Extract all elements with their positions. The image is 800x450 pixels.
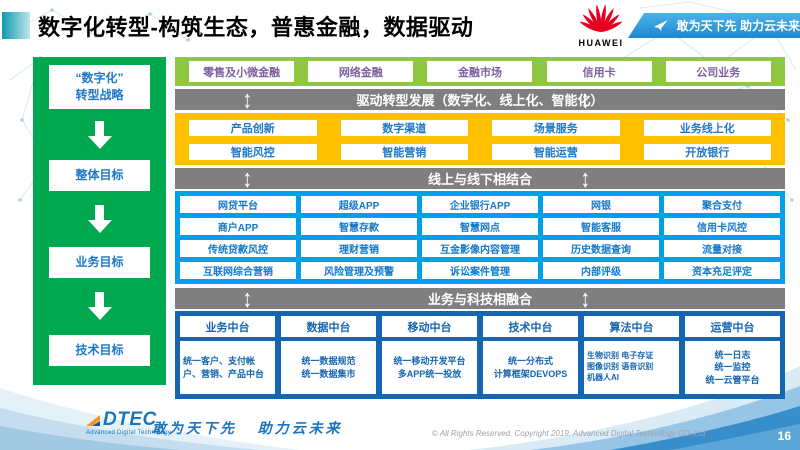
capability-box: 数字渠道 xyxy=(340,120,468,136)
header-slogan-banner: 敢为天下先 助力云未来 xyxy=(628,13,800,38)
capability-box: 智能风控 xyxy=(189,144,317,160)
paper-plane-icon xyxy=(654,19,668,31)
platform-content: 统一日志 统一监控 统一云管平台 xyxy=(685,341,780,394)
huawei-wordmark: HUAWEI xyxy=(578,38,624,48)
banner-label: 业务与科技相融合 xyxy=(427,292,532,307)
banner-biz-tech-fusion: ↕ 业务与科技相融合 ↕ xyxy=(175,284,785,313)
platform-content: 统一数据规范 统一数据集市 xyxy=(281,341,376,394)
strategy-box-overall-goal: 整体目标 xyxy=(49,160,150,191)
banner-online-offline: ↕ 线上与线下相结合 ↕ xyxy=(175,164,785,193)
banner-label: 线上与线下相结合 xyxy=(427,172,532,187)
page-title: 数字化转型-构筑生态，普惠金融，数据驱动 xyxy=(38,15,474,40)
capability-box: 场景服务 xyxy=(492,120,620,136)
application-box: 互金影像内容管理 xyxy=(422,240,538,257)
platform-header: 技术中台 xyxy=(483,316,578,337)
platform-header: 移动中台 xyxy=(382,316,477,337)
application-panel: 网贷平台 超级APP 企业银行APP 网银 聚合支付 商户APP 智慧存款 智慧… xyxy=(175,191,785,284)
updown-arrow-icon: ↕ xyxy=(580,85,591,114)
strategy-box-tech-goal: 技术目标 xyxy=(49,335,150,366)
platform-header: 业务中台 xyxy=(180,316,275,337)
application-box: 风险管理及预警 xyxy=(301,262,417,279)
strategy-box-digital-strategy: “数字化” 转型战略 xyxy=(49,65,150,109)
page-number: 16 xyxy=(777,429,791,443)
strategy-box-business-goal: 业务目标 xyxy=(49,247,150,278)
capability-box: 产品创新 xyxy=(189,120,317,136)
updown-arrow-icon: ↕ xyxy=(242,85,253,114)
capability-box: 开放银行 xyxy=(643,144,771,160)
platform-content: 统一客户、支付帐户、营销、产品中台 xyxy=(180,341,275,394)
application-box: 超级APP xyxy=(301,196,417,213)
capability-box: 业务线上化 xyxy=(643,120,771,136)
application-box: 传统贷款风控 xyxy=(180,240,296,257)
business-line-box: 金融市场 xyxy=(427,61,533,82)
application-box: 资本充足评定 xyxy=(664,262,780,279)
footer-slogan: 敢为天下先 助力云未来 xyxy=(152,420,343,436)
capability-panel: 产品创新 数字渠道 场景服务 业务线上化 智能风控 智能营销 智能运营 开放银行 xyxy=(175,113,785,165)
platform-content: 统一分布式 计算框架DEVOPS xyxy=(483,341,578,394)
updown-arrow-icon: ↕ xyxy=(242,284,253,313)
platform-content: 生物识别 电子存证 图像识别 语音识别 机器人AI xyxy=(584,341,679,394)
platform-header: 运营中台 xyxy=(685,316,780,337)
title-accent-bar xyxy=(2,12,30,39)
updown-arrow-icon: ↕ xyxy=(242,164,253,193)
down-arrow-icon xyxy=(33,205,166,233)
application-box: 聚合支付 xyxy=(664,196,780,213)
huawei-flower-icon xyxy=(579,4,623,33)
dtec-arrow-icon xyxy=(86,415,100,426)
application-box: 历史数据查询 xyxy=(543,240,659,257)
business-lines-row: 零售及小微金融 网络金融 金融市场 信用卡 公司业务 xyxy=(175,57,785,86)
dtec-subtitle: Advanced Digital Technology xyxy=(86,430,172,436)
dtec-wordmark: DTEC xyxy=(103,409,157,430)
strategy-sidebar: “数字化” 转型战略 整体目标 业务目标 技术目标 xyxy=(33,57,166,385)
header-slogan-text: 敢为天下先 助力云未来 xyxy=(676,19,800,33)
banner-drive-transformation: ↕ 驱动转型发展（数字化、线上化、智能化） ↕ xyxy=(175,85,785,114)
huawei-logo: HUAWEI xyxy=(572,3,630,48)
platform-header: 数据中台 xyxy=(281,316,376,337)
application-box: 网贷平台 xyxy=(180,196,296,213)
banner-label: 驱动转型发展（数字化、线上化、智能化） xyxy=(356,93,604,108)
business-line-box: 零售及小微金融 xyxy=(189,61,295,82)
application-box: 企业银行APP xyxy=(422,196,538,213)
application-box: 理财营销 xyxy=(301,240,417,257)
application-box: 流量对接 xyxy=(664,240,780,257)
copyright-text: © All Rights Reserved. Copyright 2019. A… xyxy=(432,429,706,438)
dtec-logo: DTEC Advanced Digital Technology xyxy=(86,410,171,436)
down-arrow-icon xyxy=(33,292,166,320)
application-box: 互联网综合营销 xyxy=(180,262,296,279)
platform-header: 算法中台 xyxy=(584,316,679,337)
updown-arrow-icon: ↕ xyxy=(580,284,591,313)
down-arrow-icon xyxy=(33,121,166,149)
application-box: 网银 xyxy=(543,196,659,213)
capability-box: 智能营销 xyxy=(340,144,468,160)
application-box: 内部评级 xyxy=(543,262,659,279)
business-line-box: 公司业务 xyxy=(665,61,771,82)
updown-arrow-icon: ↕ xyxy=(580,164,591,193)
application-box: 智慧存款 xyxy=(301,218,417,235)
platform-content: 统一移动开发平台 多APP统一投放 xyxy=(382,341,477,394)
application-box: 智慧网点 xyxy=(422,218,538,235)
business-line-box: 网络金融 xyxy=(308,61,414,82)
application-box: 商户APP xyxy=(180,218,296,235)
application-box: 诉讼案件管理 xyxy=(422,262,538,279)
capability-box: 智能运营 xyxy=(492,144,620,160)
business-line-box: 信用卡 xyxy=(546,61,652,82)
application-box: 信用卡风控 xyxy=(664,218,780,235)
platform-panel: 业务中台 统一客户、支付帐户、营销、产品中台 数据中台 统一数据规范 统一数据集… xyxy=(175,311,785,399)
application-box: 智能客服 xyxy=(543,218,659,235)
